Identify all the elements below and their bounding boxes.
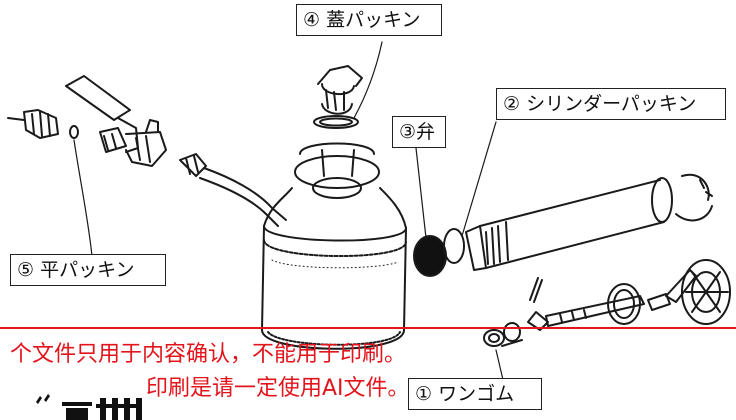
cylinder [443,177,673,271]
watermark-line-2: 印刷是请一定使用AI文件。 [146,376,410,401]
callout-lid-packing: ④ 蓋パッキン [296,4,442,36]
pump-rod-handle [527,259,731,331]
callout-cylinder-packing: ② シリンダーパッキン [496,88,726,120]
lid-cap [313,65,363,129]
leader-lid-packing [353,41,383,119]
cylinder-end-cap [675,173,713,222]
nozzle-handle-assembly [7,75,287,227]
callout-flat-packing: ⑤ 平パッキン [10,254,166,286]
leader-valve [415,147,427,239]
leader-cylinder-packing [461,121,497,237]
callout-valve: ③弁 [392,116,446,148]
callout-one-rubber: ① ワンゴム [408,378,542,410]
watermark-line-1: 个文件只用于内容确认，不能用于印刷。 [10,342,407,367]
one-way-rubber [483,322,523,347]
leader-flat-packing [73,139,93,257]
leader-lines [73,41,505,385]
valve-ball [413,235,447,277]
brand-logo-fragment [36,394,142,420]
tank-body [261,142,407,350]
